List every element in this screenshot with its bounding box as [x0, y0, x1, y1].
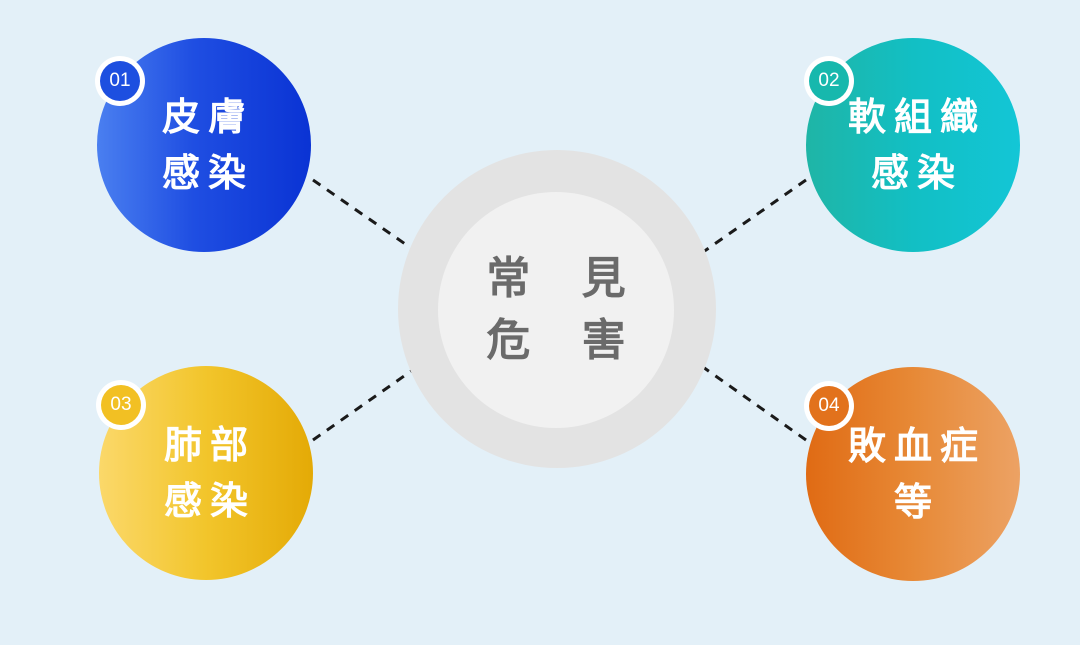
node-label-line-1: 皮膚	[161, 95, 254, 139]
badge-number: 01	[100, 61, 140, 101]
number-badge-02: 02	[804, 56, 854, 106]
number-badge-04: 04	[804, 381, 854, 431]
node-label-line-2: 等	[893, 480, 940, 524]
number-badge-03: 03	[96, 380, 146, 430]
number-badge-01: 01	[95, 56, 145, 106]
badge-number: 04	[809, 386, 849, 426]
node-label-line-2: 感染	[870, 151, 963, 195]
node-label-line-2: 感染	[161, 151, 254, 195]
node-skin-infection: 皮膚 感染	[97, 38, 311, 252]
center-title-line-2: 危 害	[486, 315, 644, 366]
node-label-line-1: 肺部	[163, 423, 256, 467]
center-hub: 常 見 危 害	[438, 192, 674, 428]
badge-number: 02	[809, 61, 849, 101]
connector-sepsis	[685, 353, 807, 442]
node-label-line-2: 感染	[163, 479, 256, 523]
center-title-line-1: 常 見	[486, 253, 644, 304]
node-sepsis: 敗血症 等	[806, 367, 1020, 581]
node-label-line-1: 軟組織	[847, 95, 986, 139]
connector-soft	[685, 178, 807, 266]
badge-number: 03	[101, 385, 141, 425]
node-label-line-1: 敗血症	[847, 424, 986, 468]
